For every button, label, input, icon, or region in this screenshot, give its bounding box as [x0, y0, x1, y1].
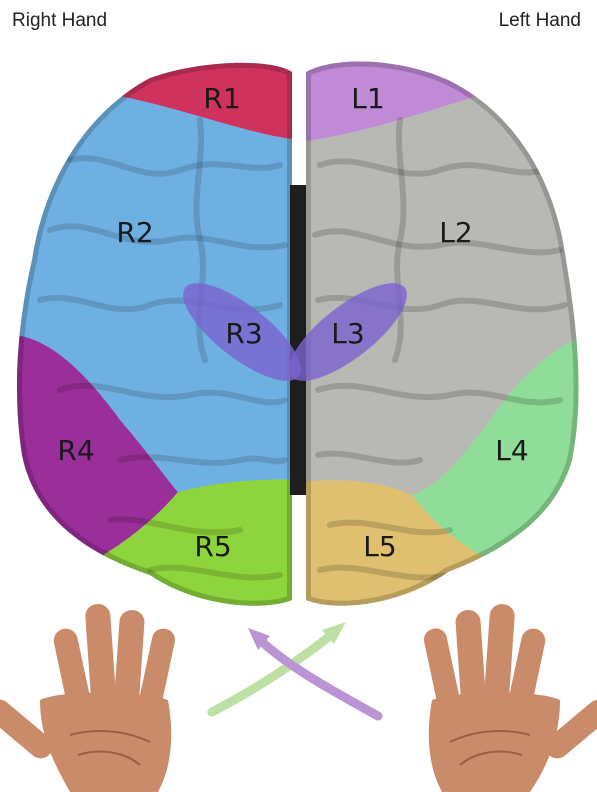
left-hand-icon — [422, 603, 597, 792]
label-r1: R1 — [203, 82, 240, 115]
label-l4: L4 — [495, 434, 528, 467]
label-l2: L2 — [439, 216, 472, 249]
crossing-arrows — [212, 622, 378, 716]
label-r5: R5 — [194, 530, 231, 563]
right-hand-icon — [0, 603, 177, 792]
label-r3: R3 — [225, 317, 262, 350]
label-r2: R2 — [116, 216, 153, 249]
arrow-to-left-hemisphere — [212, 632, 335, 712]
label-r4: R4 — [57, 434, 94, 467]
label-l5: L5 — [363, 530, 396, 563]
label-l3: L3 — [331, 317, 364, 350]
label-l1: L1 — [351, 82, 384, 115]
